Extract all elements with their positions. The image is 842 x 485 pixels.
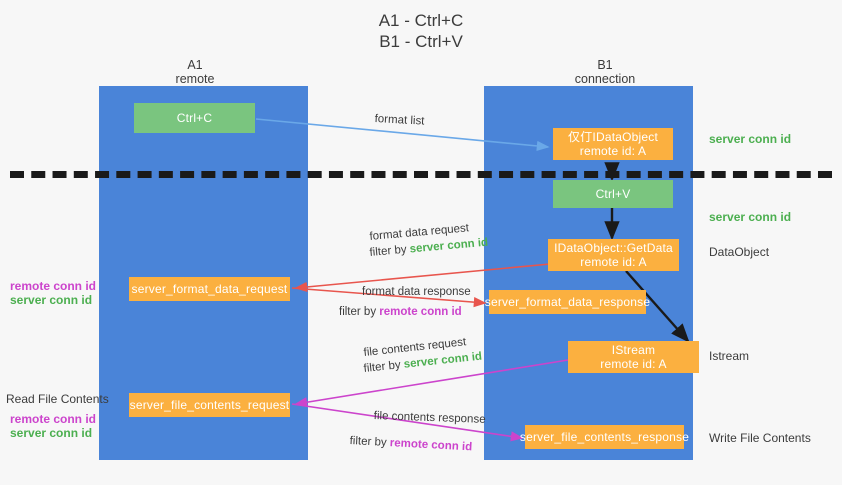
remote-conn-id-text: remote conn id: [379, 306, 462, 318]
node-ctrl-c[interactable]: Ctrl+C: [134, 103, 255, 133]
left-label-server-conn-id-1: server conn id: [10, 293, 93, 307]
edge-label-format-data-response-filter: filter by remote conn id: [339, 305, 462, 320]
node-server-format-data-request[interactable]: server_format_data_request: [129, 277, 290, 301]
column-header-left: A1 remote: [175, 58, 215, 86]
edge-label-file-contents-response: file contents response: [373, 409, 486, 426]
edge-label-format-list: format list: [374, 112, 425, 128]
node-istream[interactable]: IStream remote id: A: [568, 341, 699, 373]
divider-dashed-line: [10, 171, 832, 178]
remote-conn-id-text: remote conn id: [389, 437, 473, 454]
right-label-istream: Istream: [709, 349, 750, 363]
filter-by-text: filter by: [349, 434, 391, 450]
node-server-file-contents-response[interactable]: server_file_contents_response: [520, 425, 689, 449]
node-ctrl-v[interactable]: Ctrl+V: [553, 180, 673, 208]
filter-by-text: filter by: [339, 306, 380, 318]
node-server-format-data-response[interactable]: server_format_data_response: [485, 290, 650, 314]
left-label-remote-conn-id-1: remote conn id: [10, 279, 97, 293]
left-label-remote-conn-id-2: remote conn id: [10, 412, 97, 426]
page-title: A1 - Ctrl+C B1 - Ctrl+V: [378, 11, 464, 51]
node-idataobject-getdata[interactable]: IDataObject::GetData remote id: A: [548, 239, 679, 271]
right-label-write-file-contents: Write File Contents: [709, 431, 811, 445]
edge-label-format-data-response: format data response: [362, 286, 471, 298]
left-label-server-conn-id-2: server conn id: [10, 426, 93, 440]
left-label-read-file-contents: Read File Contents: [6, 392, 109, 406]
right-label-dataobject: DataObject: [709, 245, 770, 259]
node-server-file-contents-request[interactable]: server_file_contents_request: [129, 393, 290, 417]
node-idataobject[interactable]: 仅仃IDataObject remote id: A: [553, 128, 673, 160]
filter-by-text: filter by: [363, 358, 405, 375]
right-label-server-conn-id-top: server conn id: [709, 132, 792, 146]
filter-by-text: filter by: [369, 243, 411, 259]
edge-label-file-contents-response-filter: filter by remote conn id: [349, 434, 472, 455]
column-header-right: B1 connection: [574, 58, 636, 86]
right-label-server-conn-id-mid: server conn id: [709, 210, 792, 224]
